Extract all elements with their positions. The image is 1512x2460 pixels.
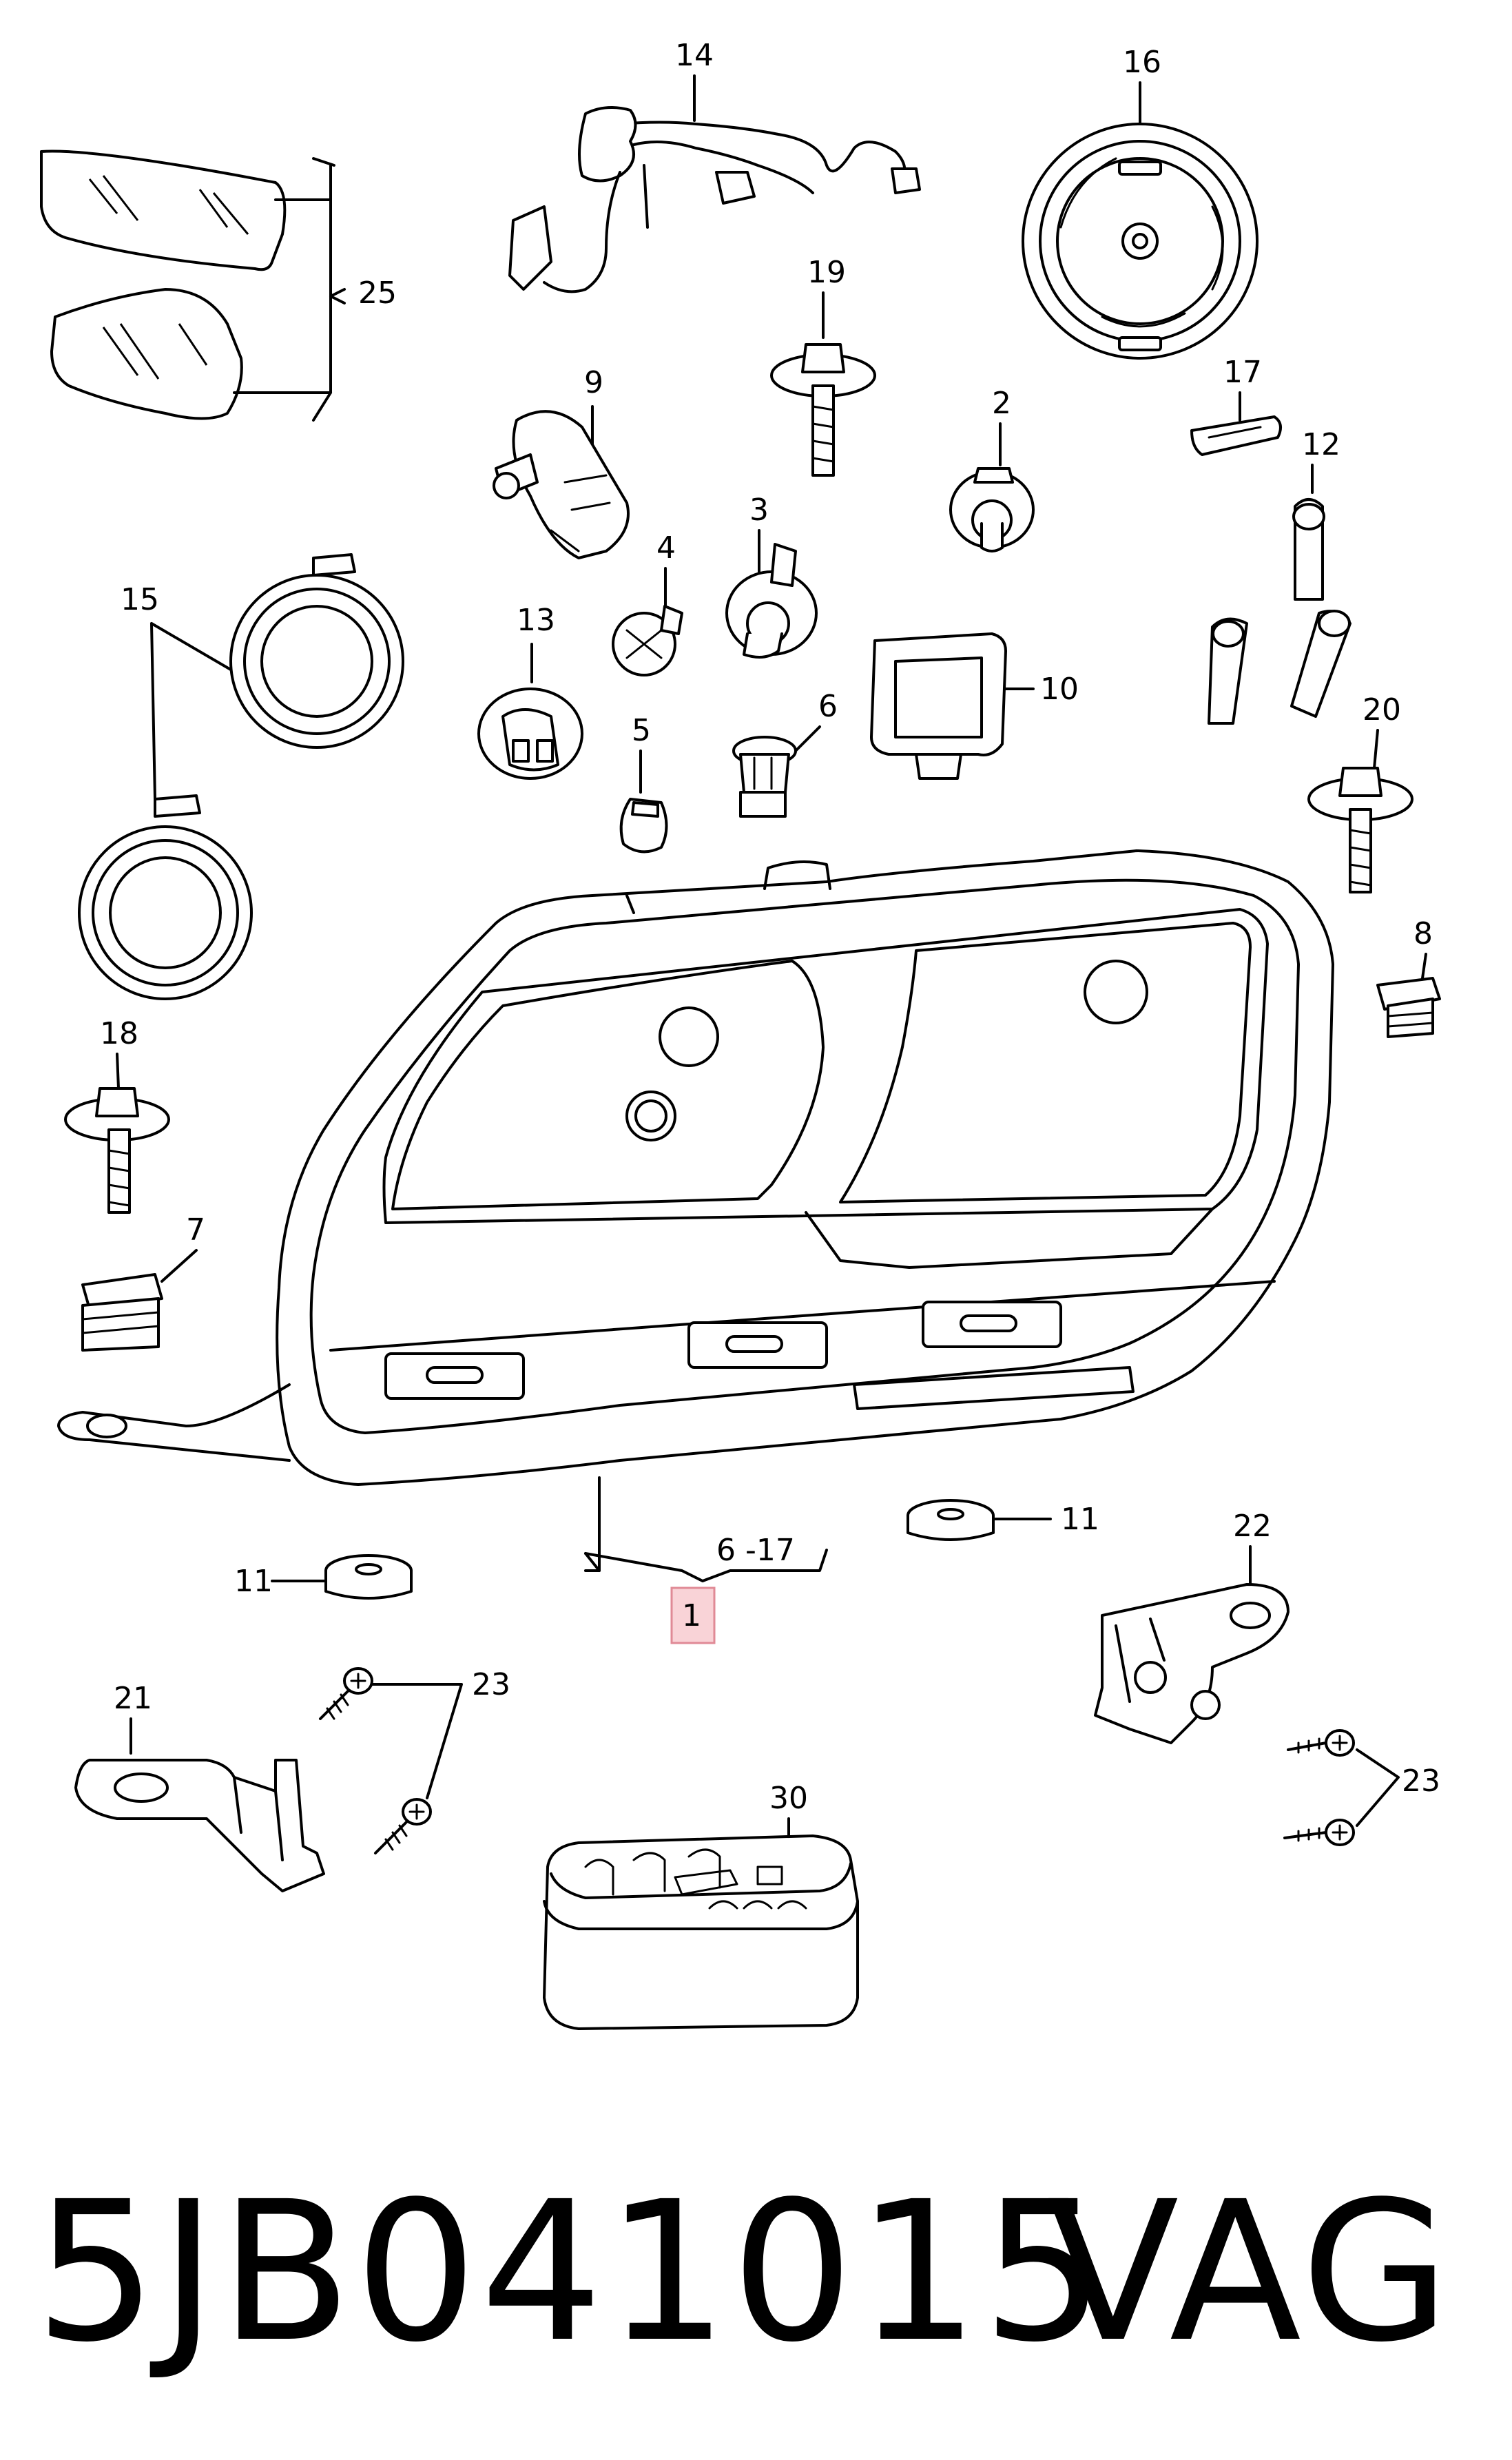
label-25: 25 xyxy=(358,276,397,311)
part-20-bolt: 20 xyxy=(1307,692,1413,893)
label-20: 20 xyxy=(1363,692,1401,727)
label-9: 9 xyxy=(584,365,603,400)
part-17-clip: 17 xyxy=(1190,355,1282,456)
part-23-screws: 23 23 xyxy=(319,1667,1440,1854)
part-12-sleeves: 12 xyxy=(1208,427,1352,725)
label-15: 15 xyxy=(121,582,159,617)
label-23-left: 23 xyxy=(472,1667,510,1702)
part-8-nut: 8 xyxy=(1376,916,1441,1038)
label-30: 30 xyxy=(769,1781,808,1816)
label-5: 5 xyxy=(632,713,651,748)
part-25-lens-covers: 25 xyxy=(40,149,397,422)
label-21: 21 xyxy=(114,1681,152,1716)
part-16-cap: 16 xyxy=(1022,45,1259,360)
footer: 5JB041015 VAG xyxy=(34,2160,1453,2385)
label-11-left: 11 xyxy=(234,1564,273,1599)
part-11-spacers: 11 11 xyxy=(234,1499,1099,1600)
part-21-bracket: 21 xyxy=(74,1681,325,1892)
part-14-wiring-harness: 14 xyxy=(508,38,921,293)
label-22: 22 xyxy=(1233,1509,1272,1544)
label-12: 12 xyxy=(1302,427,1340,462)
label-8: 8 xyxy=(1413,916,1433,951)
part-4-bulb: 4 xyxy=(612,530,683,676)
footer-brand: VAG xyxy=(1047,2160,1453,2385)
label-19: 19 xyxy=(807,255,846,290)
label-6: 6 xyxy=(818,689,838,724)
part-10-gasket: 10 xyxy=(870,632,1079,780)
part-22-bracket: 22 xyxy=(1094,1509,1290,1744)
part-15-grommets: 15 xyxy=(78,553,404,1000)
label-7: 7 xyxy=(186,1212,205,1248)
label-1: 1 xyxy=(682,1598,701,1633)
label-11-right: 11 xyxy=(1061,1502,1099,1537)
label-4: 4 xyxy=(656,530,676,566)
label-6-17: 6 -17 xyxy=(716,1533,795,1568)
footer-part-number: 5JB041015 xyxy=(34,2160,1108,2385)
label-17: 17 xyxy=(1223,355,1262,390)
part-1-highlight[interactable] xyxy=(670,1586,716,1644)
label-3: 3 xyxy=(749,493,769,528)
part-9-actuator: 9 xyxy=(493,365,630,559)
part-1-headlight-housing: 6 -17 1 xyxy=(57,849,1334,1644)
part-30-bulb-kit: 30 xyxy=(543,1781,859,2030)
part-19-bolt: 19 xyxy=(770,255,876,477)
part-13-holder: 13 xyxy=(477,603,583,780)
label-13: 13 xyxy=(517,603,555,638)
label-23-right: 23 xyxy=(1402,1764,1440,1799)
part-5-small-bulb: 5 xyxy=(619,713,668,854)
label-16: 16 xyxy=(1123,45,1161,80)
label-10: 10 xyxy=(1040,672,1079,707)
label-14: 14 xyxy=(675,38,714,73)
part-7-nut: 7 xyxy=(81,1212,205,1352)
label-18: 18 xyxy=(100,1016,138,1051)
label-2: 2 xyxy=(992,386,1011,421)
part-18-bolt: 18 xyxy=(64,1016,170,1214)
part-2-bulb-socket: 2 xyxy=(949,386,1035,552)
part-6-adapter: 6 xyxy=(732,689,838,818)
part-3-bulb: 3 xyxy=(725,493,818,659)
